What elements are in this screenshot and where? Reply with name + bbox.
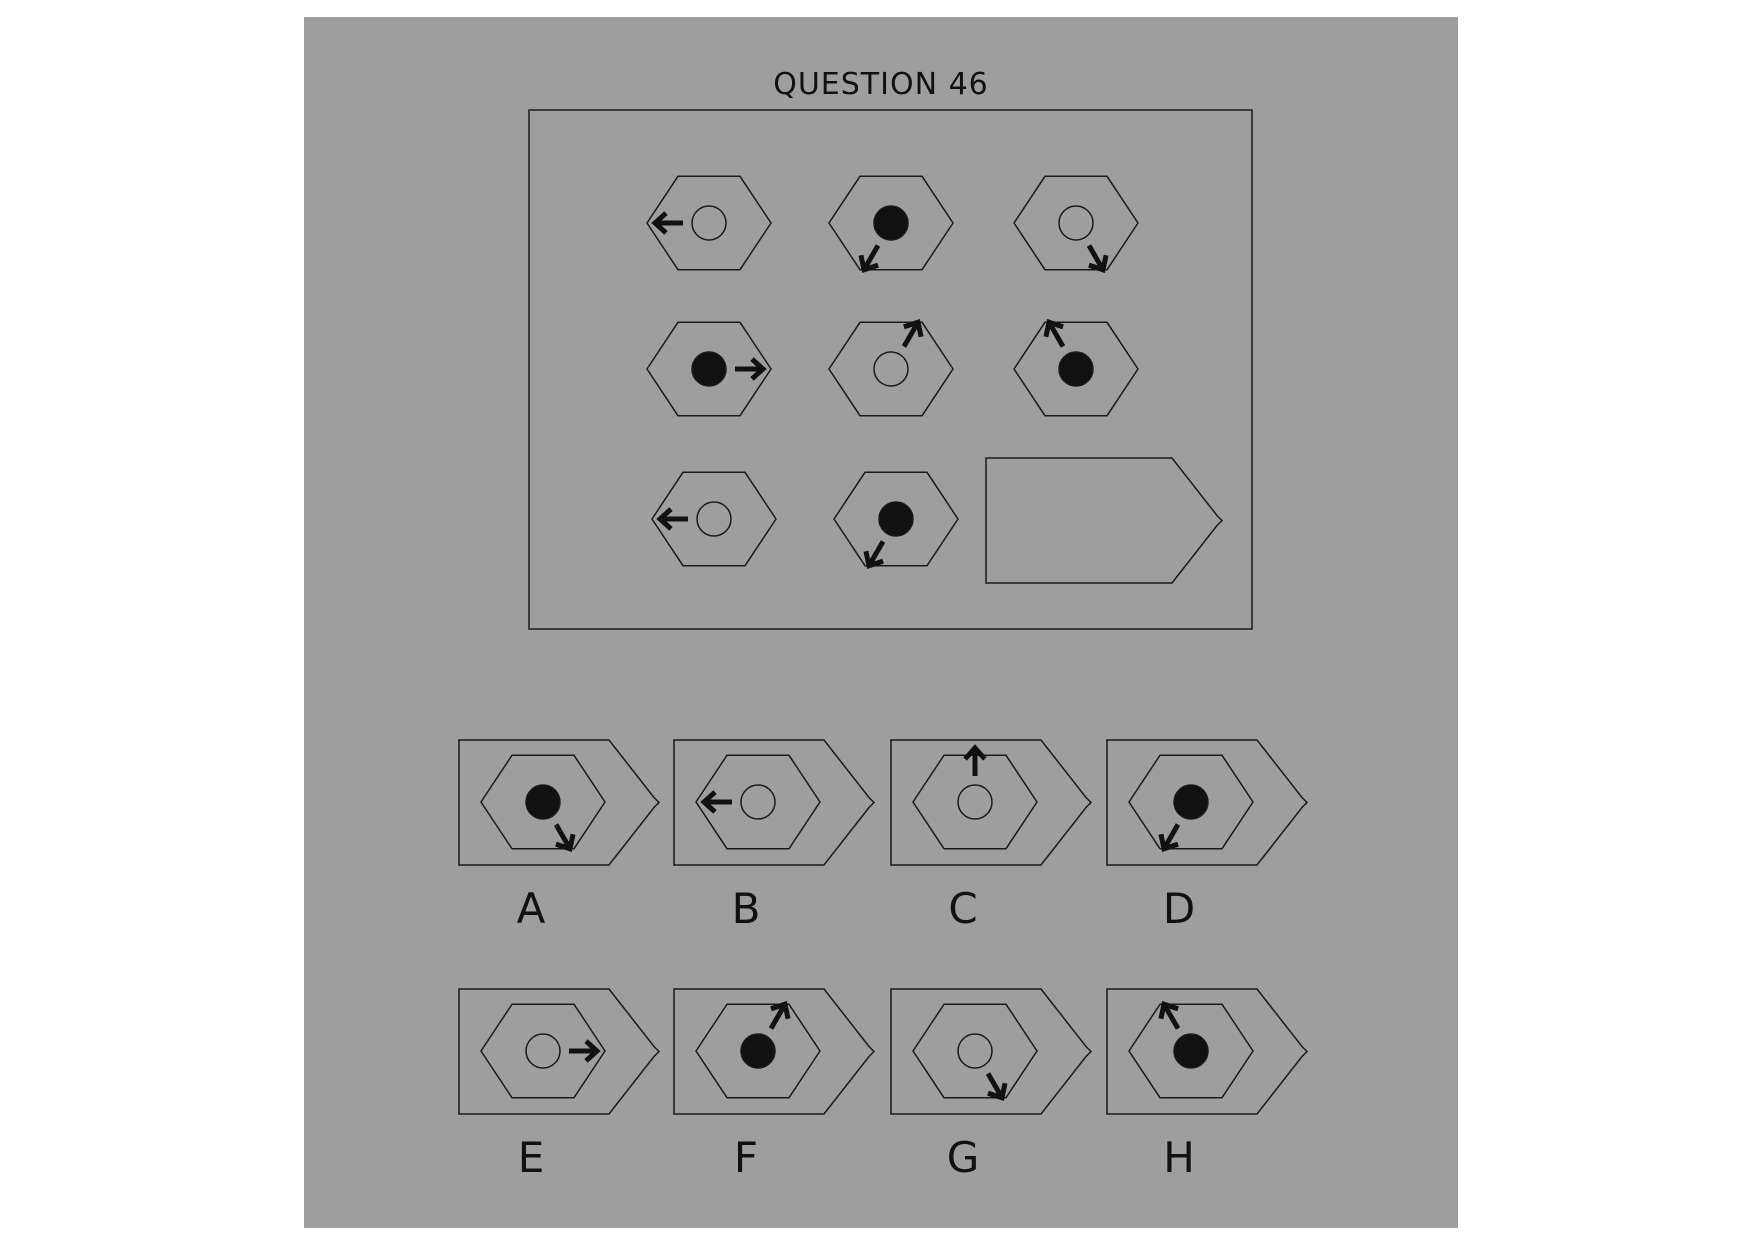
option-label-e: E (517, 1133, 545, 1182)
hexagon-shape (651, 471, 777, 567)
filled-dot-icon (873, 205, 909, 241)
hollow-dot-icon (691, 205, 727, 241)
arrow-up-left-icon (1158, 1000, 1181, 1030)
option-b[interactable] (673, 739, 876, 866)
hexagon-shape (1013, 175, 1139, 271)
hexagon-shape (828, 321, 954, 417)
hollow-dot-icon (696, 501, 732, 537)
matrix-cell (1013, 318, 1139, 417)
option-figure (1128, 1000, 1254, 1099)
option-label-h: H (1163, 1133, 1195, 1182)
matrix-cell (833, 471, 959, 570)
hexagon-shape (1128, 1003, 1254, 1099)
arrow-left-icon (651, 211, 683, 235)
option-figure (695, 1000, 821, 1099)
option-tag-shape (673, 988, 876, 1115)
question-title: QUESTION 46 (773, 67, 989, 102)
option-figure (480, 1003, 606, 1099)
arrow-down-right-icon (553, 823, 576, 853)
arrow-up-left-icon (1043, 318, 1066, 348)
hollow-dot-icon (1058, 205, 1094, 241)
hexagon-shape (646, 321, 772, 417)
option-e[interactable] (458, 988, 661, 1115)
option-tag-shape (458, 739, 661, 866)
arrow-left-icon (700, 790, 732, 814)
hexagon-shape (695, 1003, 821, 1099)
hexagon-shape (480, 1003, 606, 1099)
hexagon-shape (695, 754, 821, 850)
option-label-c: C (948, 884, 978, 933)
option-tag-shape (1106, 739, 1309, 866)
filled-dot-icon (1173, 1033, 1209, 1069)
arrow-up-right-icon (768, 1000, 791, 1030)
arrow-down-left-icon (858, 244, 881, 274)
option-figure (480, 754, 606, 853)
option-g[interactable] (890, 988, 1093, 1115)
hexagon-shape (828, 175, 954, 271)
hexagon-shape (480, 754, 606, 850)
missing-cell-tag (985, 457, 1224, 584)
matrix-cell (1013, 175, 1139, 274)
option-h[interactable] (1106, 988, 1309, 1115)
option-label-b: B (731, 884, 761, 933)
option-figure (912, 744, 1038, 850)
option-tag-shape (890, 988, 1093, 1115)
arrow-down-left-icon (1158, 823, 1181, 853)
arrow-down-right-icon (985, 1072, 1008, 1102)
option-figure (912, 1003, 1038, 1102)
puzzle-art (458, 109, 1309, 1115)
filled-dot-icon (525, 784, 561, 820)
arrow-right-icon (735, 357, 767, 381)
matrix-cell (646, 321, 772, 417)
option-d[interactable] (1106, 739, 1309, 866)
option-f[interactable] (673, 988, 876, 1115)
matrix-cell (828, 175, 954, 274)
answer-options (458, 739, 1309, 1115)
matrix-cell (828, 318, 954, 417)
hexagon-shape (1013, 321, 1139, 417)
matrix-cell (646, 175, 772, 271)
option-label-g: G (946, 1133, 980, 1182)
hollow-dot-icon (957, 784, 993, 820)
filled-dot-icon (1173, 784, 1209, 820)
hollow-dot-icon (740, 784, 776, 820)
hexagon-shape (646, 175, 772, 271)
arrow-down-left-icon (863, 540, 886, 570)
option-tag-shape (890, 739, 1093, 866)
matrix-frame (528, 109, 1253, 630)
arrow-right-icon (569, 1039, 601, 1063)
option-c[interactable] (890, 739, 1093, 866)
hexagon-shape (912, 754, 1038, 850)
puzzle-matrix (646, 175, 1224, 584)
question-panel: QUESTION 46 A B C D E F G H (304, 17, 1458, 1228)
option-tag-shape (1106, 988, 1309, 1115)
arrow-up-icon (963, 744, 987, 776)
filled-dot-icon (691, 351, 727, 387)
hexagon-shape (833, 471, 959, 567)
hexagon-shape (1128, 754, 1254, 850)
arrow-left-icon (656, 507, 688, 531)
option-label-f: F (733, 1133, 759, 1182)
option-label-a: A (516, 884, 546, 933)
option-figure (695, 754, 821, 850)
option-figure (1128, 754, 1254, 853)
arrow-down-right-icon (1086, 244, 1109, 274)
hollow-dot-icon (525, 1033, 561, 1069)
matrix-cell (651, 471, 777, 567)
filled-dot-icon (740, 1033, 776, 1069)
option-label-d: D (1162, 884, 1196, 933)
arrow-up-right-icon (901, 318, 924, 348)
filled-dot-icon (878, 501, 914, 537)
hollow-dot-icon (873, 351, 909, 387)
option-tag-shape (673, 739, 876, 866)
hexagon-shape (912, 1003, 1038, 1099)
hollow-dot-icon (957, 1033, 993, 1069)
option-tag-shape (458, 988, 661, 1115)
filled-dot-icon (1058, 351, 1094, 387)
option-a[interactable] (458, 739, 661, 866)
